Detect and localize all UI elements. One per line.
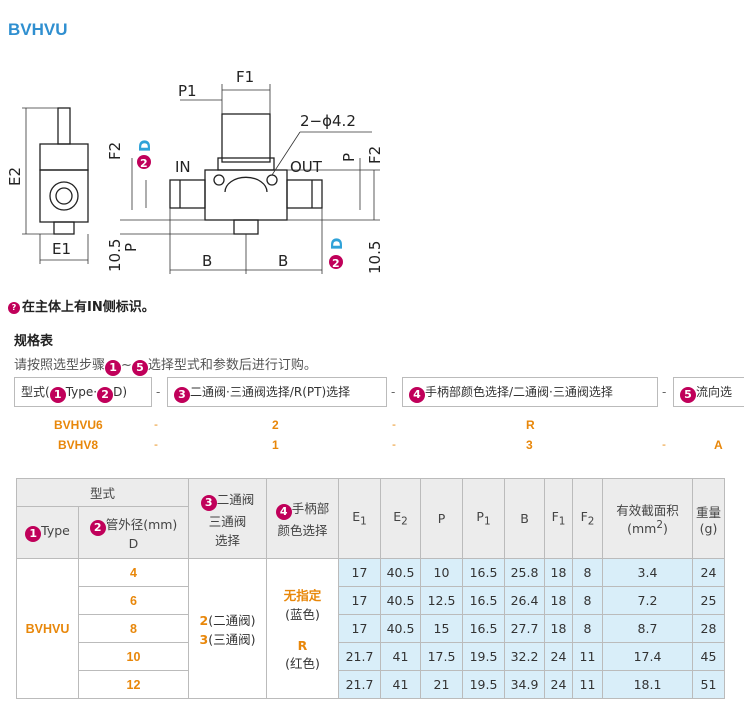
header-f1: F1	[544, 478, 573, 559]
cell-type: BVHVU	[16, 558, 79, 699]
example-2-type: BVHV8	[58, 438, 99, 452]
label-in: IN	[175, 158, 191, 176]
info-icon: ?	[8, 302, 20, 314]
cell-valve: 2(二通阀)3(三通阀)	[188, 558, 267, 699]
header-area: 有效截面积(mm2)	[602, 478, 693, 559]
label-d-left: D	[136, 140, 154, 152]
dash-2: -	[391, 385, 396, 399]
label-f2-right: F2	[366, 146, 384, 164]
dash-1: -	[156, 385, 161, 399]
step-4-icon: 4	[275, 504, 292, 520]
label-105-right: 10.5	[366, 241, 384, 274]
step-1-icon: 1	[25, 526, 42, 542]
example-2-c4: 3	[526, 438, 533, 452]
example-1-c4: R	[526, 418, 535, 432]
label-p1: P1	[178, 82, 197, 100]
header-type-group: 型式	[16, 478, 189, 507]
label-p-right: P	[340, 153, 358, 162]
label-f1: F1	[236, 68, 254, 86]
num2-left: 2	[140, 157, 148, 170]
label-p-left: P	[122, 243, 140, 252]
header-weight: 重量(g)	[692, 478, 725, 559]
cell-color: 无指定(蓝色)R(红色)	[266, 558, 339, 699]
product-title: BVHVU	[8, 20, 68, 39]
label-b2: B	[278, 252, 288, 270]
num2-right: 2	[332, 257, 340, 270]
label-e1: E1	[52, 240, 71, 258]
label-105-left: 10.5	[106, 239, 124, 272]
dimension-drawing: P1 F1 2−ϕ4.2 IN OUT E1 B B E2 F2 10.5 P …	[6, 68, 384, 274]
spec-title: 规格表	[14, 334, 54, 349]
in-side-note: ?在主体上有IN侧标识。	[8, 296, 155, 315]
header-b: B	[504, 478, 545, 559]
label-e2: E2	[6, 167, 24, 186]
step-1-icon: 1	[105, 360, 122, 376]
label-f2-left: F2	[106, 142, 124, 160]
header-e1: E1	[338, 478, 381, 559]
cell-d: 4	[78, 558, 189, 587]
dash-3: -	[662, 385, 667, 399]
label-d-right: D	[328, 238, 346, 250]
example-1-c3: 2	[272, 418, 279, 432]
step-2-icon: 2	[89, 520, 106, 536]
example-2-c5: A	[714, 438, 723, 452]
label-hole: 2−ϕ4.2	[300, 112, 356, 130]
step-3-icon: 3	[200, 494, 217, 511]
header-p1: P1	[462, 478, 505, 559]
step-5-icon: 5	[131, 360, 148, 376]
example-1-type: BVHVU6	[54, 418, 103, 432]
header-f2: F2	[572, 478, 603, 559]
example-2-c3: 1	[272, 438, 279, 452]
label-out: OUT	[290, 158, 323, 176]
header-e2: E2	[380, 478, 421, 559]
header-p: P	[420, 478, 463, 559]
label-b1: B	[202, 252, 212, 270]
